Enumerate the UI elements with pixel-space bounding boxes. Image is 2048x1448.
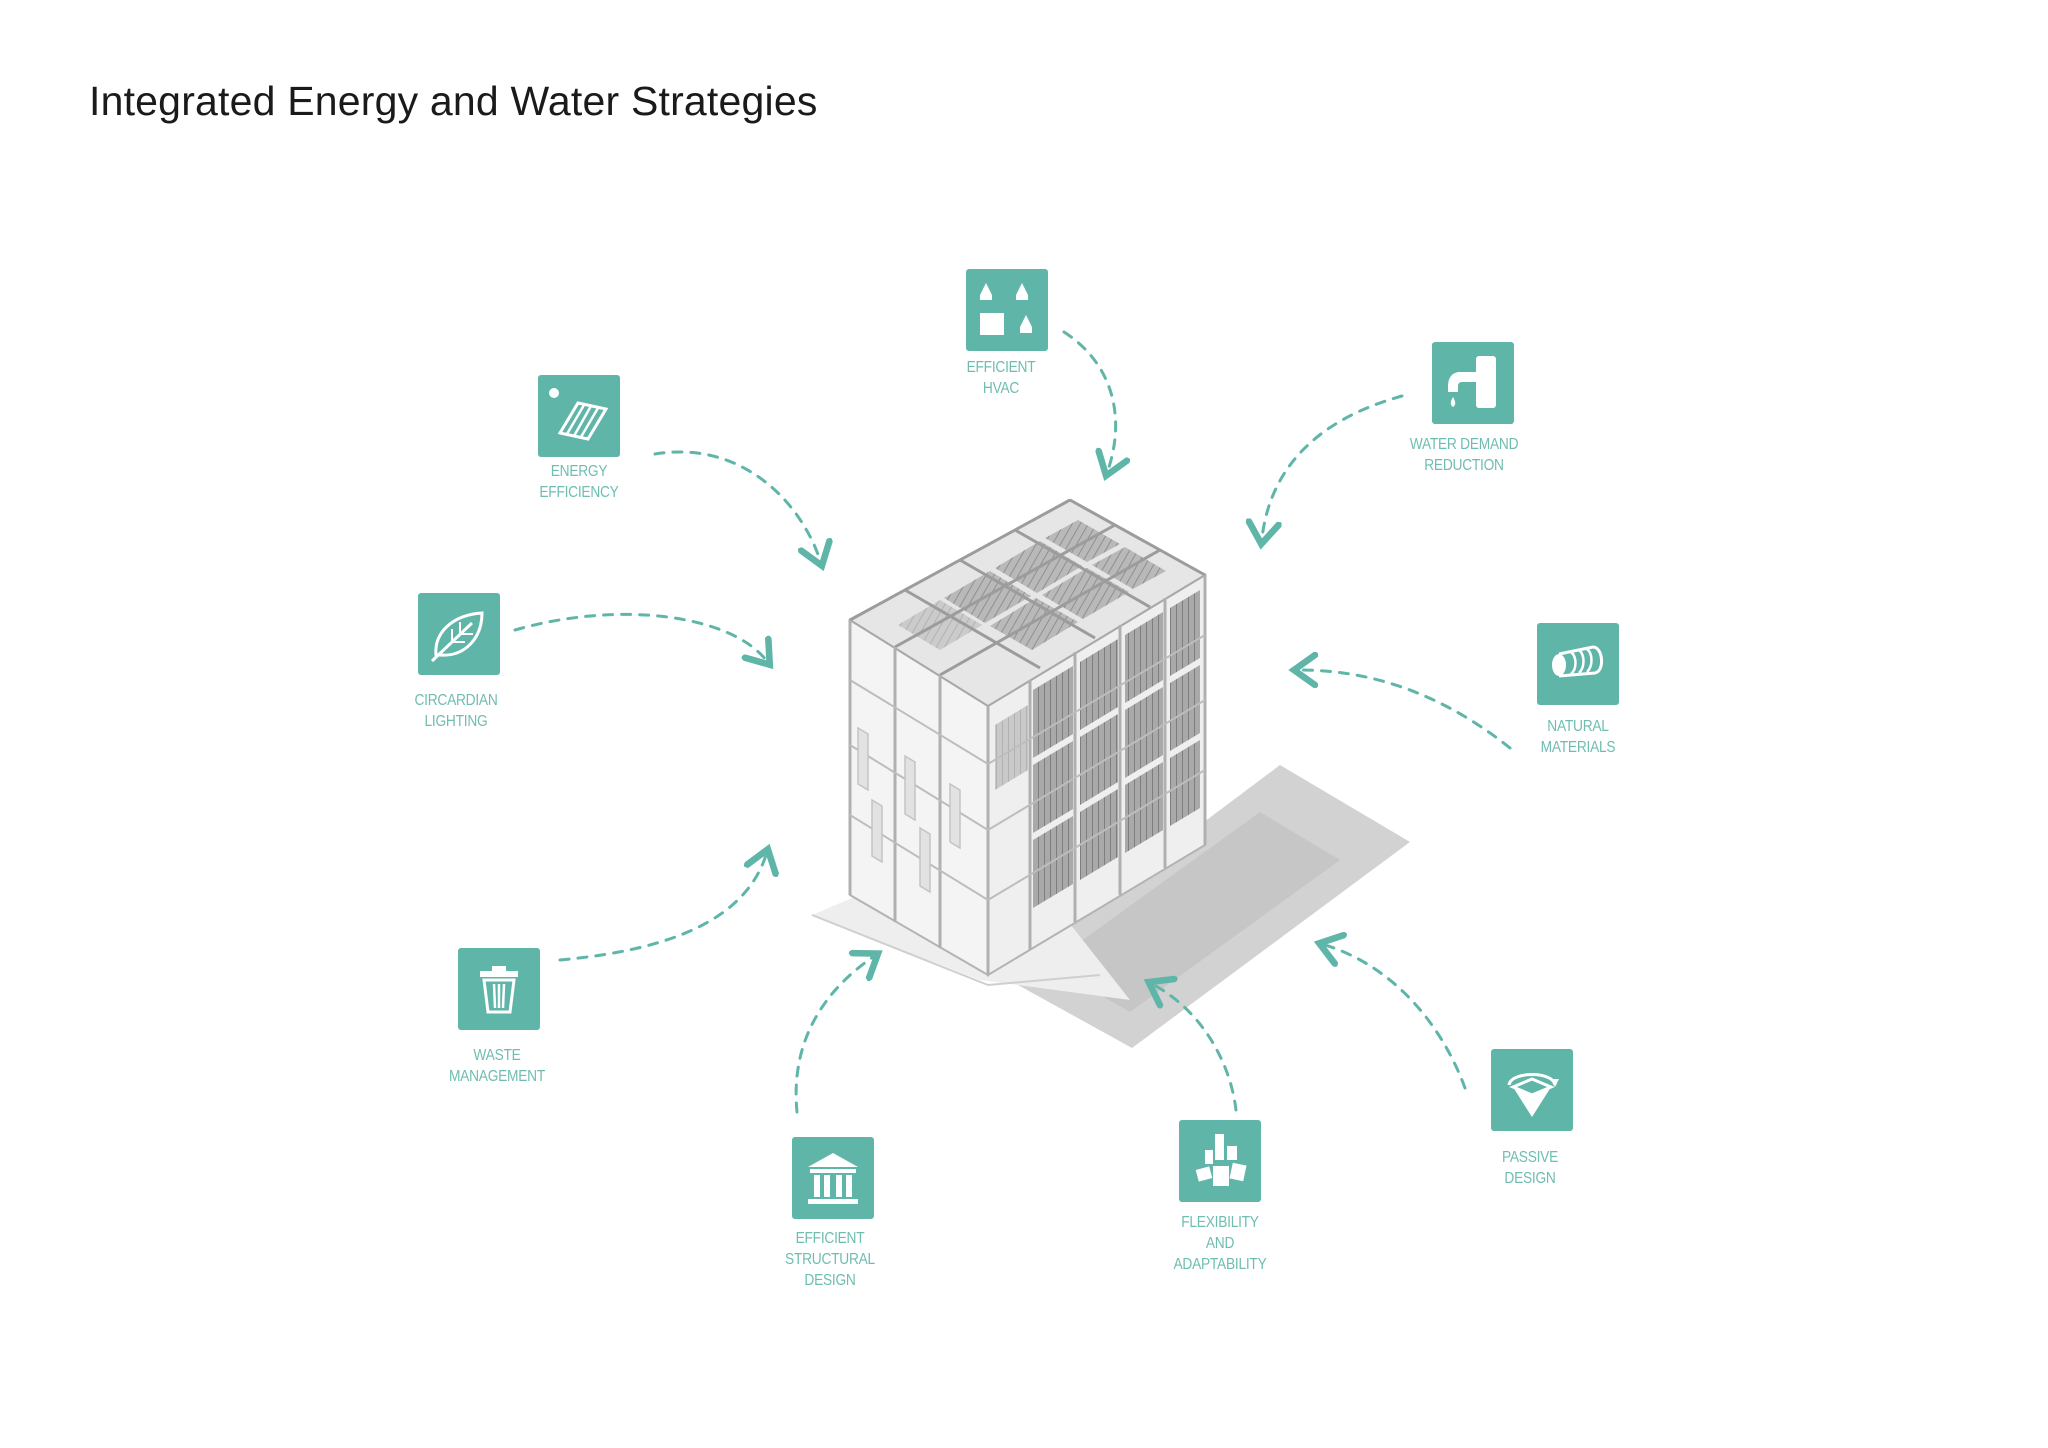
water-demand-tile <box>1432 342 1514 424</box>
efficient-structural-tile <box>792 1137 874 1219</box>
solar-panel-icon <box>549 388 609 441</box>
arrow-waste-management <box>558 855 766 962</box>
leaf-icon <box>430 611 484 663</box>
waste-management-tile <box>458 948 540 1030</box>
energy-efficiency-tile <box>538 375 620 457</box>
arrow-water-demand <box>1262 394 1404 538</box>
circardian-lighting-tile <box>418 593 500 675</box>
faucet-icon <box>1448 356 1496 408</box>
arrow-circardian-lighting <box>513 612 766 660</box>
log-icon <box>1552 645 1603 678</box>
rotate-cube-icon <box>1507 1073 1559 1117</box>
natural-materials-tile <box>1537 623 1619 705</box>
arrow-energy-efficiency <box>653 450 820 560</box>
passive-design-tile <box>1491 1049 1573 1131</box>
page-title: Integrated Energy and Water Strategies <box>89 78 818 124</box>
flexibility-tile <box>1179 1120 1261 1202</box>
trash-icon <box>480 966 518 1014</box>
rooms-icon <box>980 283 1032 335</box>
arrow-efficient-structural <box>794 957 873 1114</box>
arrow-natural-materials <box>1300 670 1512 750</box>
arrow-flexibility <box>1154 985 1238 1112</box>
arrow-efficient-hvac <box>1062 330 1116 470</box>
columns-icon <box>808 1153 858 1204</box>
blocks-icon <box>1195 1134 1247 1186</box>
efficient-hvac-tile <box>966 269 1048 351</box>
arrow-passive-design <box>1325 945 1467 1090</box>
